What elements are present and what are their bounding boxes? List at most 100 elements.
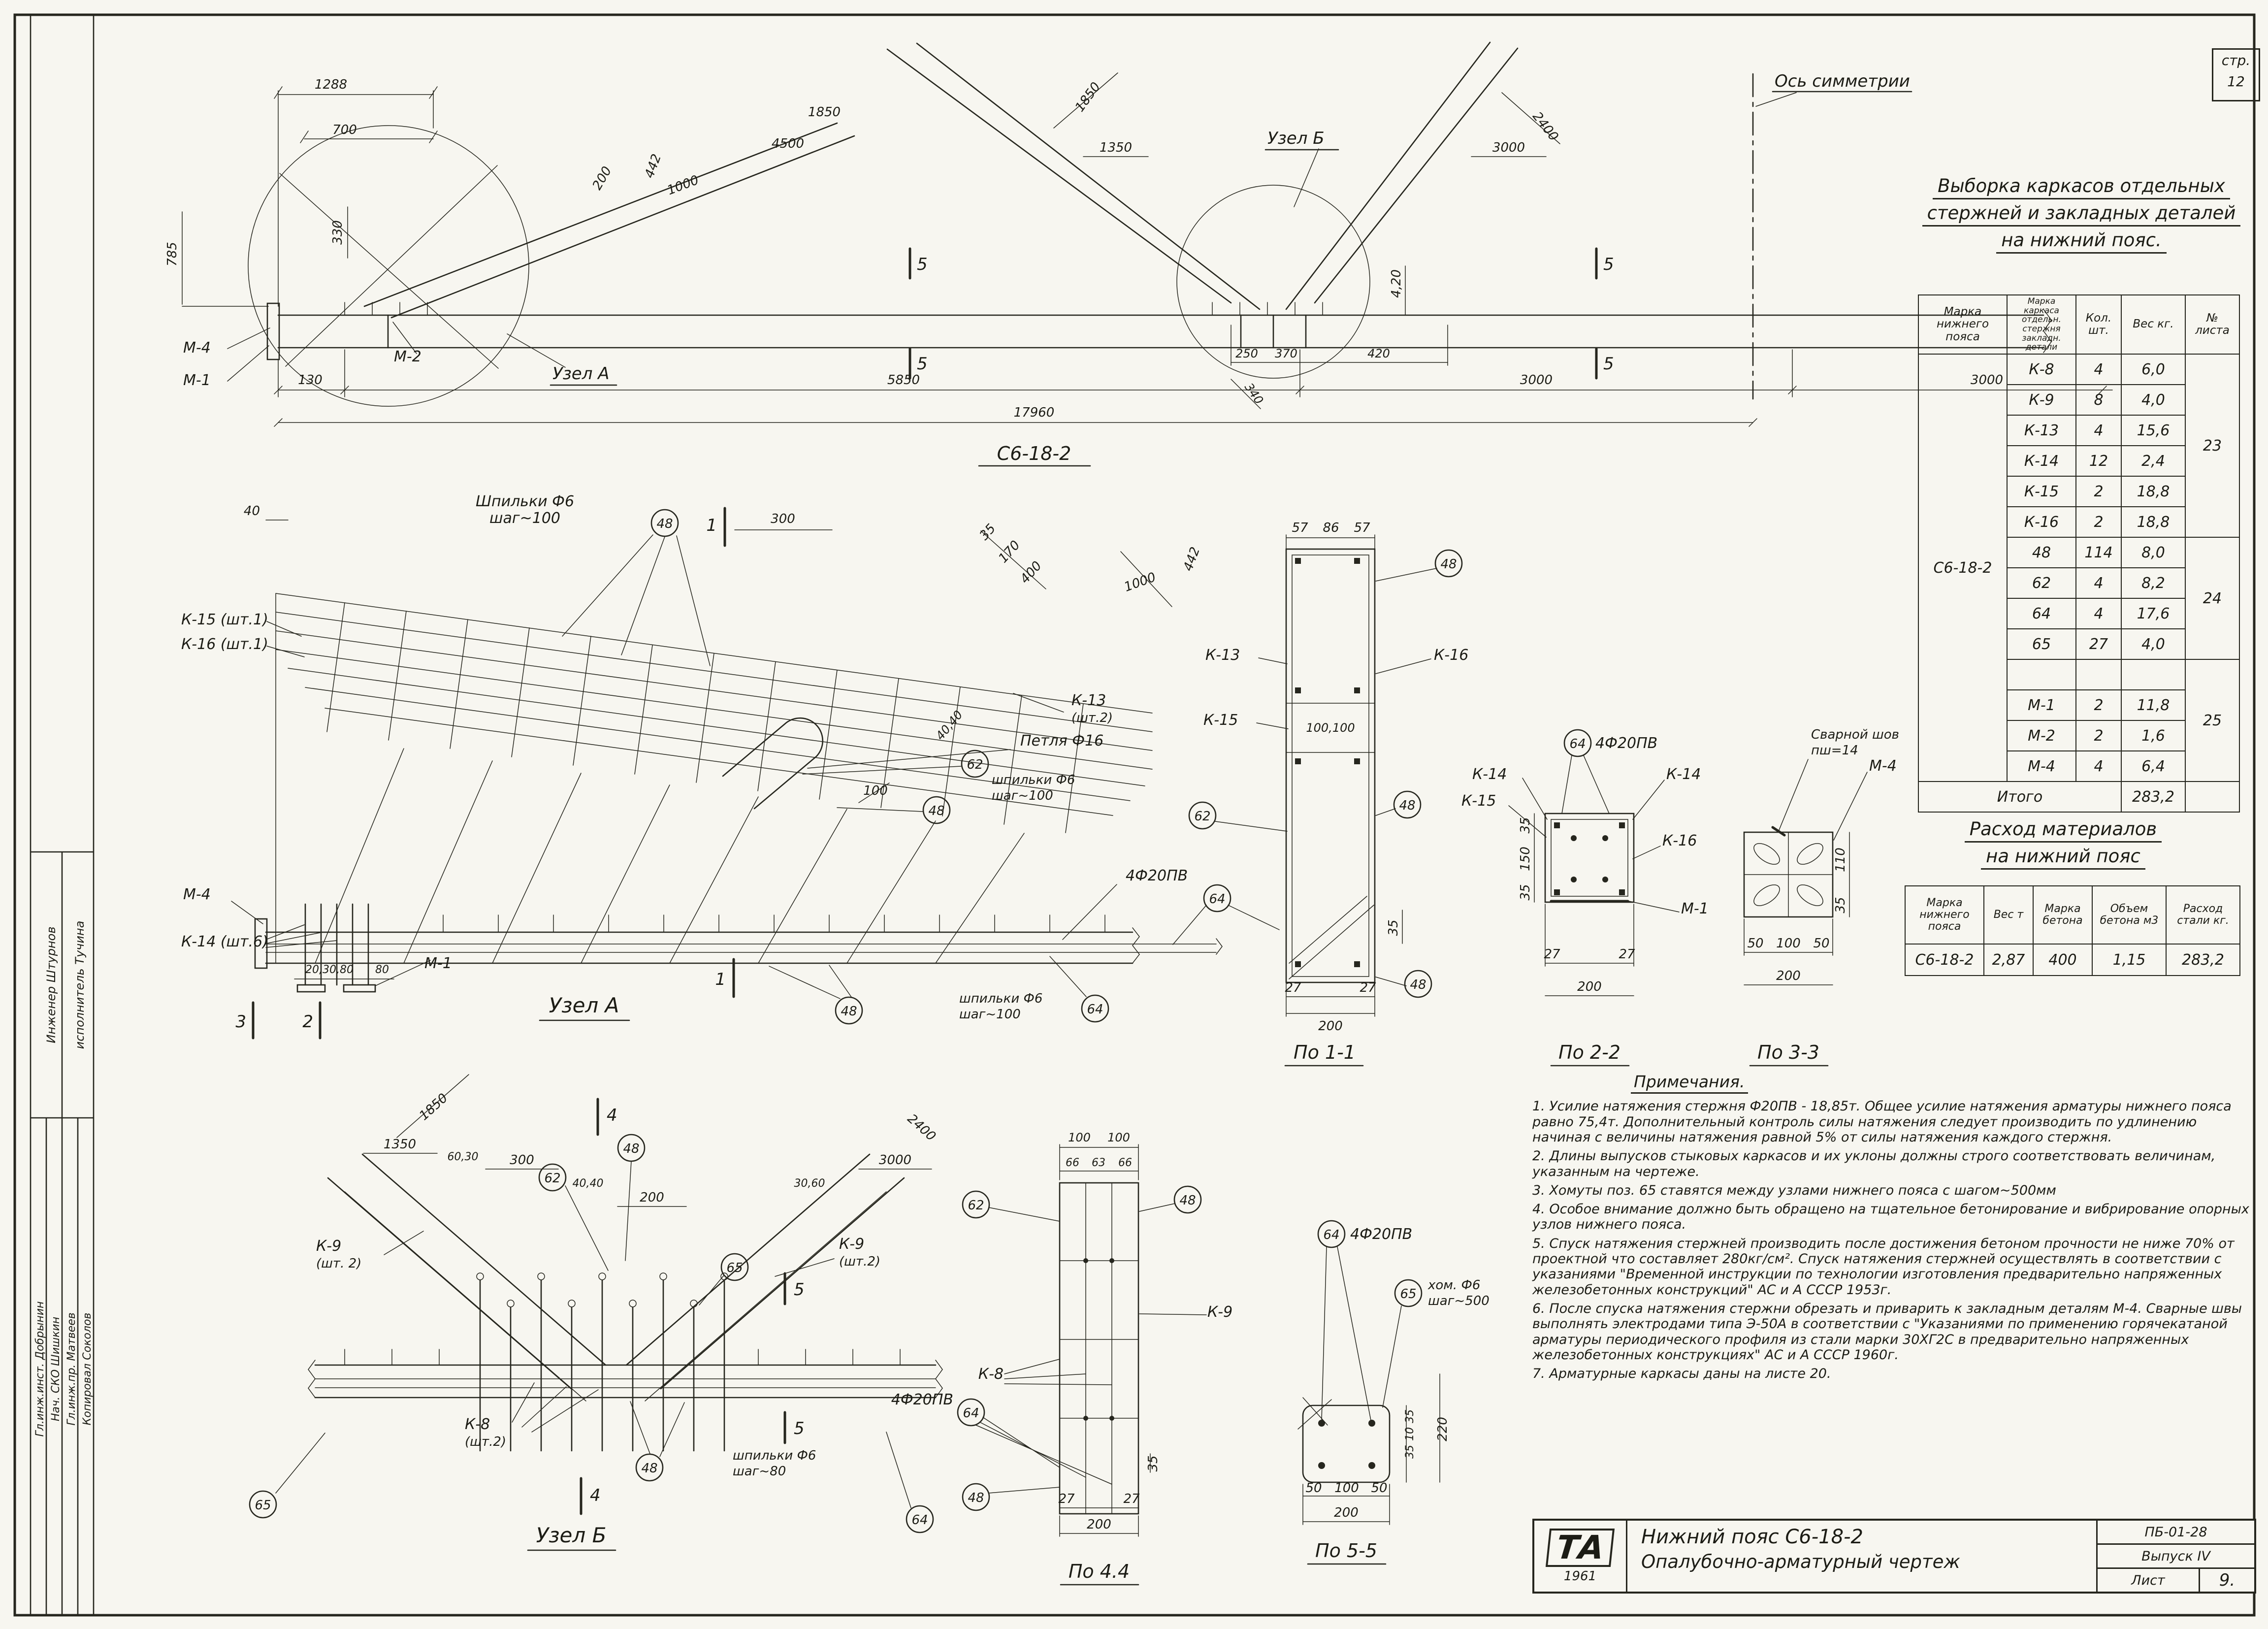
col-header: Марка бетона [2033,885,2093,945]
table-cell: 4 [2075,415,2122,446]
document-code: ПБ-01-28 [2098,1521,2254,1545]
node-a-ref-label: Узел А [552,364,610,384]
dim-label: 40,40 [573,1177,604,1190]
svg-text:48: 48 [1440,557,1457,572]
dim-label: 60,30 [448,1151,479,1163]
dim-label: 4500 [772,136,804,151]
callout-62: 62 [1188,801,1217,830]
part-label-k9-right: К-9 [839,1236,864,1253]
table-header-row: Марка нижнего пояса Марка каркаса отдель… [1918,294,2240,355]
dim-label: 200 [640,1190,664,1205]
svg-text:62: 62 [967,757,983,772]
table-cell: К-14 [2007,445,2076,477]
dim-label: 4,20 [1389,269,1404,298]
callout-62: 62 [961,749,989,778]
part-label-bars: 4Ф20ПВ [891,1391,953,1408]
dim-label: 300 [771,512,795,526]
callout-65: 65 [720,1253,749,1281]
dim-label: 100 [1107,1131,1130,1144]
materials-title-line: на нижний пояс [1981,846,2145,870]
dim-label: 10 [1404,1427,1416,1441]
table-cell: 114 [2075,537,2122,568]
callout-64: 64 [906,1505,934,1533]
note-item: 1. Усилие натяжения стержня Ф20ПВ - 18,8… [1532,1099,2232,1145]
callout-48: 48 [962,1483,990,1511]
table-cell: 4,0 [2121,628,2186,660]
col-header: Расход стали кг. [2166,885,2240,945]
node-b-drawing: 1850 1350 4 60,30 300 40,40 200 30,60 24… [249,1074,943,1551]
table-cell: М-1 [2007,689,2076,721]
dim-label: 370 [1275,347,1297,360]
dim-label: 700 [332,123,357,137]
section-2-2-title: По 2-2 [1558,1042,1620,1063]
studs-caption: Шпильки Ф6 [476,493,574,510]
sidebar-signatures: Инженер Штурнов исполнитель Тучина Гл.ин… [34,921,94,1437]
part-label-k8: К-8 [978,1366,1004,1383]
signature-engineer: Инженер Штурнов [44,927,58,1043]
dim-label: 27 [1360,980,1376,995]
table-cell: 6,0 [2121,354,2186,385]
section-mark-4: 4 [607,1106,617,1125]
table-cell: 2 [2075,720,2122,751]
section-mark-5: 5 [794,1419,805,1438]
svg-text:64: 64 [1569,737,1586,751]
table-cell: 11,8 [2121,689,2186,721]
table-row: 25 [1918,659,2240,782]
notes-heading: Примечания. [1631,1072,1748,1094]
signature-drafter: исполнитель Тучина [73,921,87,1049]
studs-label: шаг~100 [992,788,1053,803]
studs-label: шаг~100 [959,1007,1021,1022]
studs-label: шпильки Ф6 [959,991,1042,1006]
table-cell: 2 [2075,689,2122,721]
dim-label: 35 [1833,897,1848,913]
node-b-ref-label: Узел Б [1267,129,1325,148]
node-a-title: Узел А [549,993,619,1017]
symmetry-axis-label: Ось симметрии [1775,71,1910,91]
selection-title-line: на нижний пояс. [1996,229,2167,254]
table-cell: 2 [2075,506,2122,538]
dim-label: 150 [1518,847,1533,871]
section-1-1-title: По 1-1 [1294,1042,1356,1063]
dim-label: 66 [1118,1157,1132,1169]
table-cell: 65 [2007,628,2076,660]
part-label-k16: К-16 [1662,832,1697,849]
table-cell-sheet: 25 [2185,659,2240,782]
part-label-k9-right-qty: (шт.2) [839,1254,880,1269]
callout-48: 48 [650,509,679,537]
part-label-k14: К-14 [1666,766,1701,783]
table-cell: 4 [2075,598,2122,629]
part-label-k13-qty: (шт.2) [1071,711,1113,725]
dim-label: 330 [330,220,345,245]
callout-64: 64 [1317,1220,1346,1248]
node-a-circle [248,125,529,407]
part-label-k16: К-16 (шт.1) [181,636,268,653]
col-header: № листа [2185,294,2240,355]
dim-label: 30,60 [794,1177,825,1190]
dim-label: 170 [996,538,1023,566]
section-mark-5: 5 [917,354,928,374]
callout-48: 48 [635,1453,664,1482]
signature-b1: Гл.инж.инст. Добрынин [34,1302,46,1437]
dim-label: 5850 [887,373,920,388]
dim-label: 40 [244,504,260,519]
svg-text:48: 48 [1179,1193,1196,1208]
callout-65: 65 [249,1490,277,1519]
section-mark-1: 1 [706,516,717,535]
organization-logo: ТА [1545,1529,1615,1567]
callout-48: 48 [617,1134,646,1162]
svg-text:62: 62 [968,1198,984,1213]
table-cell: 400 [2033,944,2093,976]
table-cell: 48 [2007,537,2076,568]
section-mark-5: 5 [1603,354,1614,374]
dim-label: 100 [1776,936,1801,951]
section-mark-1: 1 [715,970,726,989]
part-label-k9-left: К-9 [316,1238,341,1255]
callout-65: 65 [1394,1279,1423,1307]
table-cell: 1,6 [2121,720,2186,751]
part-label-k13: К-13 [1205,647,1240,664]
title-block-year: 1961 [1563,1569,1597,1584]
dim-label: 100 [1068,1131,1091,1144]
table-cell: 8,2 [2121,567,2186,599]
